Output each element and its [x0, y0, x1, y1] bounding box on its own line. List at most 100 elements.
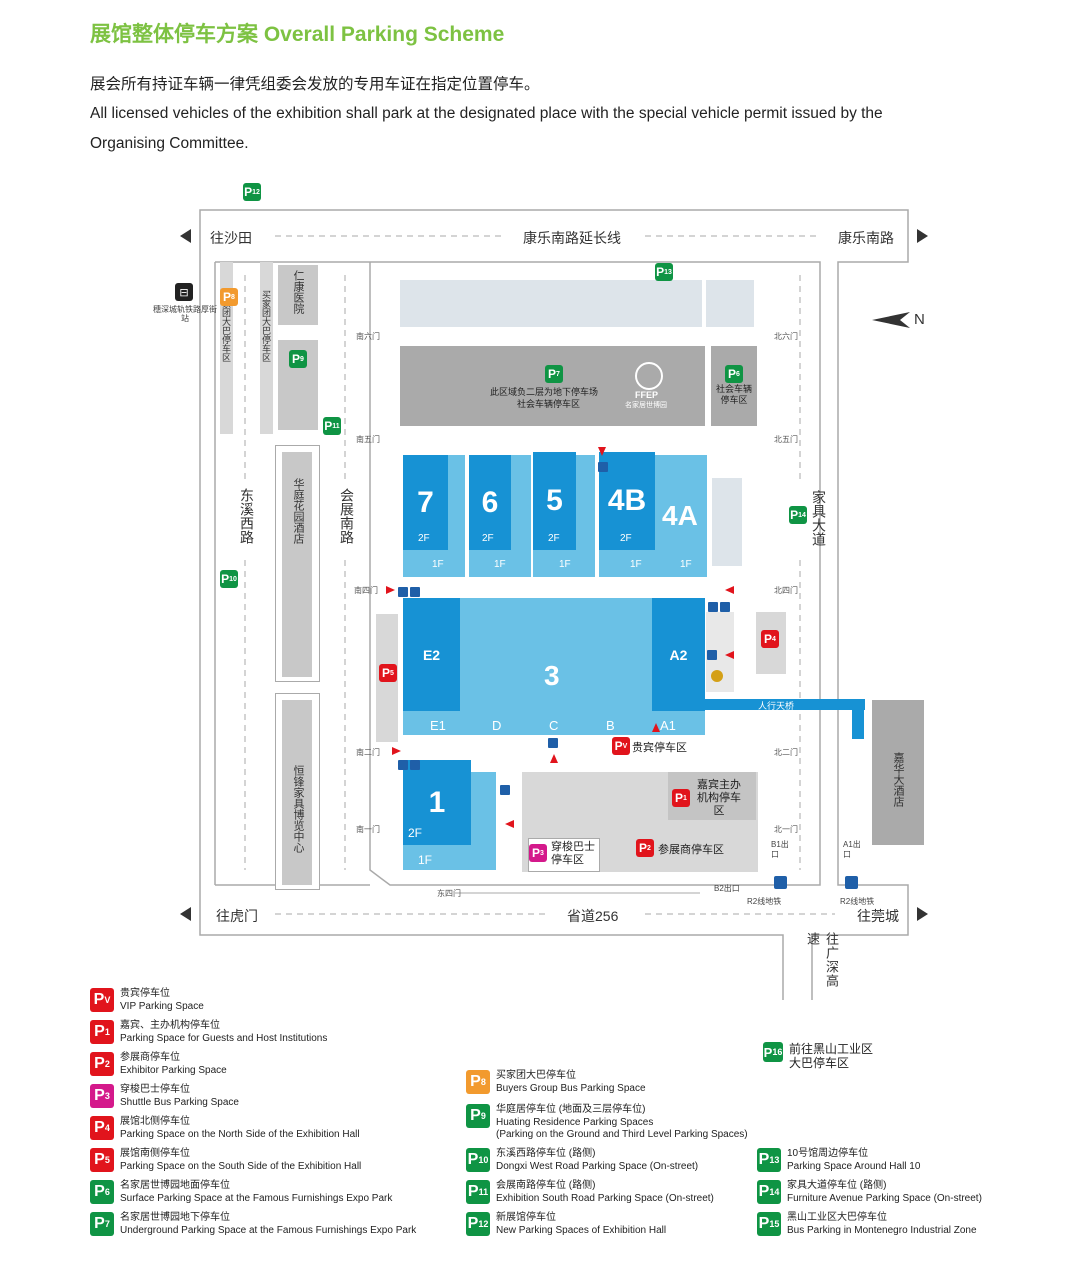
r2-metro-label-b: R2线地铁 — [840, 897, 875, 906]
social-label: 社会车辆停车区 — [517, 399, 581, 409]
hall-e2: E2 — [403, 598, 460, 711]
gate-n1: 北一门 — [774, 825, 798, 834]
north-building-a — [400, 280, 702, 327]
skybridge-label: 人行天桥 — [758, 701, 795, 711]
hall-c: C — [549, 718, 559, 733]
hall-5: 5 — [533, 452, 576, 550]
intro-en-line1: All licensed vehicles of the exhibition … — [90, 105, 883, 122]
gate-s1: 南一门 — [356, 825, 380, 834]
gate-s2: 南二门 — [356, 748, 380, 757]
arrow-icon — [725, 586, 734, 594]
vip-parking-label: 贵宾停车区 — [632, 742, 687, 754]
road-north-right: 康乐南路 — [838, 230, 894, 246]
metro-exit-b1-icon — [774, 876, 787, 889]
metro-station-label: 穗深城轨铁路厚街站 — [153, 305, 217, 323]
gate-n4: 北四门 — [774, 586, 798, 595]
facility-icon-s2 — [398, 760, 408, 770]
hall-b: B — [606, 718, 615, 733]
ffep-logo-sub: 名家居世博园 — [625, 402, 667, 409]
north-indicator: N — [914, 311, 925, 328]
road-north-mid: 康乐南路延长线 — [523, 230, 621, 246]
hall-6: 6 — [469, 455, 511, 550]
legend-text: 家具大道停车位 (路侧)Furniture Avenue Parking Spa… — [787, 1180, 982, 1204]
hengfeng-center-label: 恒锋家具博览中心 — [292, 765, 304, 853]
hall-6-1f: 1F — [494, 559, 506, 570]
road-north-left: 往沙田 — [210, 230, 252, 246]
road-south-right: 往莞城 — [857, 908, 899, 924]
jiahua-hotel-label: 嘉华大酒店 — [892, 752, 904, 807]
facility-icon-hall1 — [500, 785, 510, 795]
intro-en-line2: Organising Committee. — [90, 135, 249, 152]
hall-e1: E1 — [430, 718, 446, 733]
gate-e4: 东四门 — [437, 889, 461, 898]
buyers-bus-strip-right — [260, 262, 273, 434]
buyers-bus-label-right: 买家团大巴停车区 — [261, 290, 271, 362]
accessible-icon-n4 — [720, 602, 730, 612]
hengfeng-center-inner — [282, 700, 312, 885]
legend-text: 华庭居停车位 (地面及三层停车位)Huating Residence Parki… — [496, 1104, 748, 1140]
a1-exit-label: A1出口 — [843, 840, 861, 859]
accessible-icon-s4 — [398, 587, 408, 597]
b2-exit-label: B2出口 — [714, 884, 740, 893]
hall-4-annex — [712, 478, 742, 566]
social-parking-area — [711, 346, 757, 426]
hall-1-1f: 1F — [418, 853, 433, 867]
road-huizhan: 会展南路 — [339, 488, 355, 544]
road-jiaju: 家具大道 — [811, 490, 827, 546]
hall-3: 3 — [544, 660, 560, 691]
hall-4b: 4B — [599, 452, 655, 550]
arrow-icon — [550, 754, 558, 763]
renkang-hospital — [278, 265, 318, 325]
buyers-bus-label-left: 买家团大巴停车区 — [221, 290, 231, 362]
hall-7-2f: 2F — [418, 533, 430, 544]
ffep-logo-icon — [635, 362, 663, 390]
r2-metro-label-a: R2线地铁 — [747, 897, 782, 906]
hall-d: D — [492, 718, 502, 733]
hall-6-2f: 2F — [482, 533, 494, 544]
road-dongxi: 东溪西路 — [239, 488, 255, 544]
renkang-hospital-label: 仁康医院 — [292, 270, 304, 314]
accessible-icon-s2 — [410, 760, 420, 770]
shuttle-parking-label: 穿梭巴士停车区 — [551, 841, 595, 866]
arrow-icon — [392, 747, 401, 755]
page-title: 展馆整体停车方案 Overall Parking Scheme — [90, 23, 505, 46]
gate-s4: 南四门 — [354, 586, 378, 595]
hall-1-2f: 2F — [408, 826, 423, 840]
guest-parking-label: 嘉宾主办机构停车区 — [697, 779, 741, 817]
arrow-icon — [386, 586, 395, 594]
facility-icon-n4 — [708, 602, 718, 612]
